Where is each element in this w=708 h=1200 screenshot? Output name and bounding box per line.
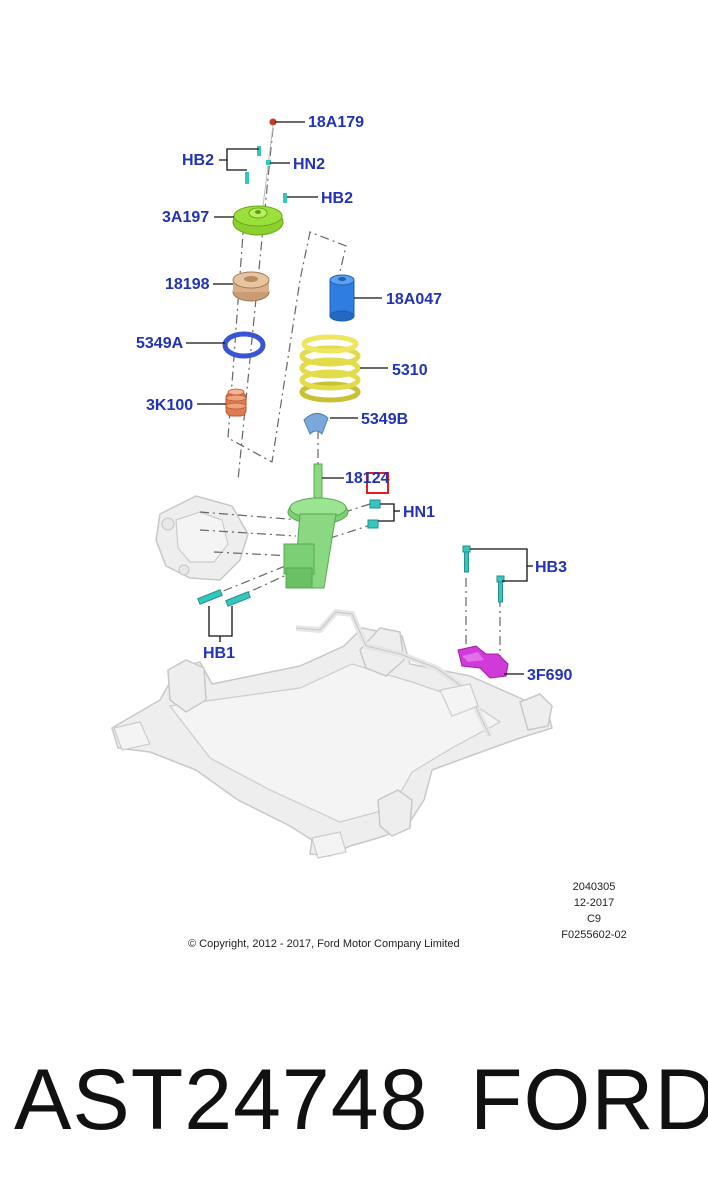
label-upper-bolts: HB2	[182, 152, 214, 169]
label-shock-absorber: 18124	[345, 470, 390, 487]
dust-boot-part	[329, 274, 355, 322]
coil-spring-part	[299, 334, 361, 403]
meta-code: 2040305	[573, 881, 616, 893]
label-knuckle-nuts: HN1	[403, 504, 435, 521]
label-bearing: 18198	[165, 276, 210, 293]
upper-studs	[245, 146, 287, 203]
label-knuckle-bolts: HB1	[203, 645, 235, 662]
label-bracket: 3F690	[527, 667, 572, 684]
callout-labels: 18A179 HB2 HN2 HB2 3A197 18198 5349A 3K1…	[136, 114, 572, 684]
shock-absorber-part	[283, 463, 349, 589]
bracket-part	[457, 645, 509, 679]
meta-figure: F0255602-02	[561, 929, 626, 941]
label-dust-boot: 18A047	[386, 291, 442, 308]
label-upper-insulator: 5349A	[136, 335, 184, 352]
bearing-part	[232, 271, 270, 302]
figure-metadata: 2040305 12-2017 C9 F0255602-02 © Copyrig…	[188, 881, 627, 950]
label-bump-stop: 3K100	[146, 397, 193, 414]
label-mount-nut: 18A179	[308, 114, 364, 131]
part-number: AST24748	[14, 1052, 429, 1148]
upper-insulator-part	[222, 331, 266, 359]
bracket-bolts	[462, 545, 505, 603]
copyright-notice: © Copyright, 2012 - 2017, Ford Motor Com…	[188, 938, 460, 950]
brand-name: FORD	[470, 1052, 708, 1148]
mount-nut-part	[261, 118, 277, 215]
leader-lines	[186, 121, 533, 675]
lower-insulator-part	[303, 413, 329, 435]
top-mount-part	[232, 205, 284, 236]
front-subframe	[111, 608, 553, 859]
steering-knuckle	[155, 495, 249, 581]
knuckle-bolts	[197, 589, 251, 607]
label-top-mount: 3A197	[162, 209, 209, 226]
label-lower-insulator: 5349B	[361, 411, 408, 428]
bump-stop-part	[225, 388, 247, 417]
exploded-suspension-diagram: 18A179 HB2 HN2 HB2 3A197 18198 5349A 3K1…	[111, 114, 627, 950]
label-upper-nut: HN2	[293, 156, 325, 173]
knuckle-nuts	[367, 499, 381, 529]
highlight-box	[366, 472, 389, 494]
label-bracket-bolts: HB3	[535, 559, 567, 576]
meta-date: 12-2017	[574, 897, 614, 909]
meta-revision: C9	[587, 913, 601, 925]
label-mount-bolt: HB2	[321, 190, 353, 207]
label-coil-spring: 5310	[392, 362, 428, 379]
